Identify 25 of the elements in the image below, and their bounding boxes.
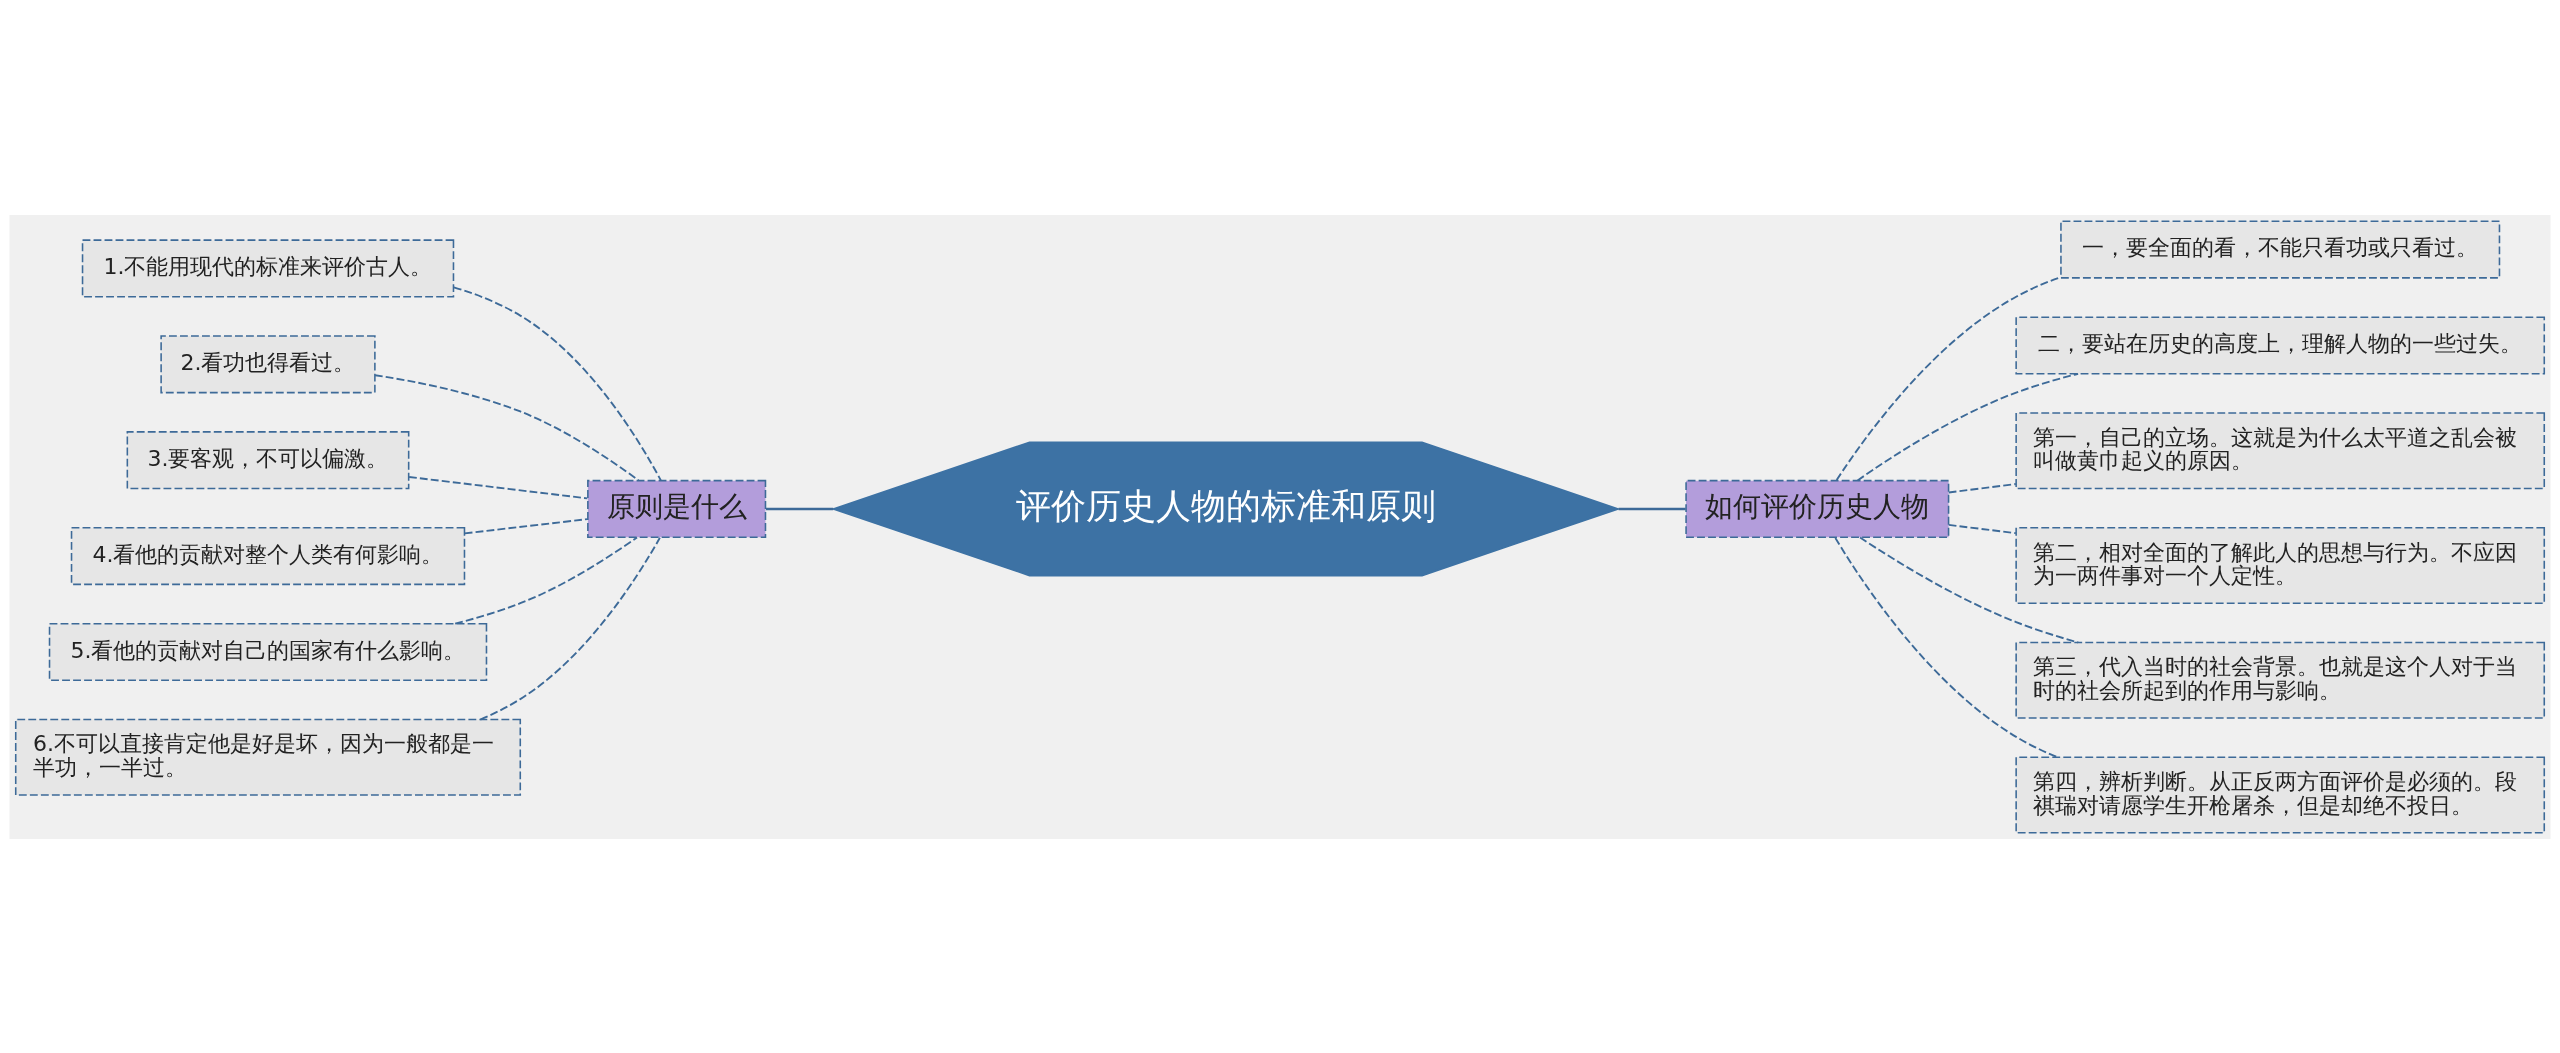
node-box: 4.看他的贡献对整个人类有何影响。: [70, 526, 466, 585]
node-box: 第三，代入当时的社会背景。也就是这个人对于当时的社会所起到的作用与影响。: [2015, 641, 2546, 719]
node-box: 5.看他的贡献对自己的国家有什么影响。: [48, 622, 488, 681]
connector: [765, 507, 834, 510]
node-box: 2.看功也得看过。: [160, 334, 376, 393]
connector: [1947, 482, 2017, 493]
node-box: 1.不能用现代的标准来评价古人。: [81, 238, 455, 297]
connector: [479, 536, 661, 720]
connector: [463, 517, 589, 534]
connector: [1947, 523, 2017, 534]
connector: [1856, 372, 2080, 481]
node-box: 6.不可以直接肯定他是好是坏，因为一般都是一半功，一半过。: [14, 718, 522, 796]
connector: [408, 475, 589, 499]
connector: [452, 285, 662, 482]
node-box: 3.要客观，不可以偏激。: [126, 430, 410, 489]
node-box: 第四，辨析判断。从正反两方面评价是必须的。段祺瑞对请愿学生开枪屠杀，但是却绝不投日。: [2015, 756, 2546, 833]
node-box: 二，要站在历史的高度上，理解人物的一些过失。: [2015, 315, 2546, 375]
connector: [1618, 507, 1686, 510]
node-box: 第二，相对全面的了解此人的思想与行为。不应因为一两件事对一个人定性。: [2015, 526, 2546, 604]
node-box: 如何评价历史人物: [1685, 479, 1950, 538]
node-box: 第一，自己的立场。这就是为什么太平道之乱会被叫做黄巾起义的原因。: [2015, 411, 2546, 489]
connector: [374, 373, 640, 481]
connector: [454, 536, 638, 625]
node-box: 一，要全面的看，不能只看功或只看过。: [2060, 220, 2501, 279]
node-box: 原则是什么: [587, 479, 767, 538]
